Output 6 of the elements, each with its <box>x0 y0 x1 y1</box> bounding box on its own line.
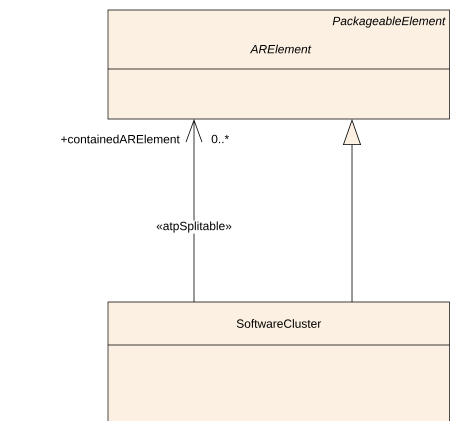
multiplicity: 0..* <box>212 134 229 144</box>
class-box: PackageableElement ARElement <box>108 10 450 120</box>
class-box: SoftwareCluster <box>108 302 450 421</box>
role-name: +containedARElement <box>61 134 180 144</box>
edge-label: «atpSplitable» <box>155 220 233 234</box>
arrow <box>186 119 202 302</box>
